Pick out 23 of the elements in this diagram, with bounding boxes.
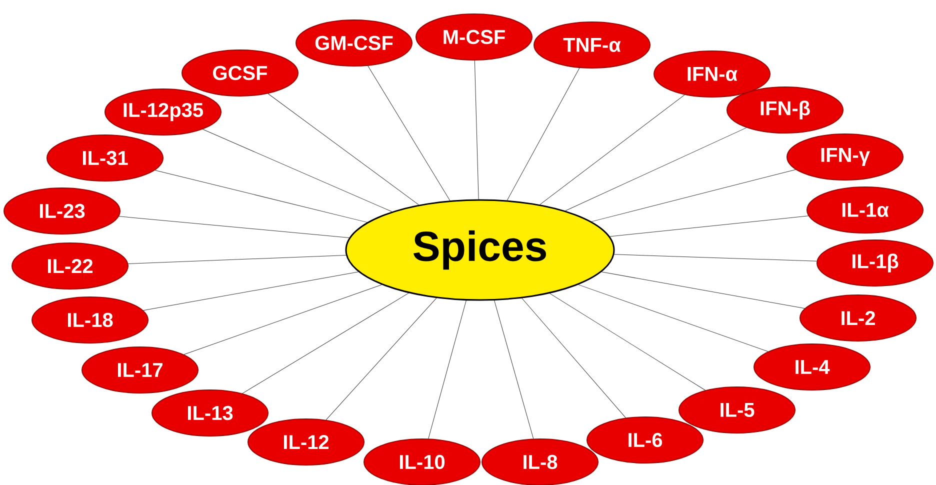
- connector-line: [184, 284, 382, 355]
- connector-line: [550, 293, 706, 390]
- connector-line: [428, 300, 466, 439]
- connector-line: [268, 93, 419, 206]
- connector-line: [591, 169, 796, 222]
- connector-line: [540, 94, 685, 205]
- connector-line: [128, 254, 346, 264]
- connector-line: [565, 127, 747, 212]
- connector-line: [506, 68, 580, 201]
- connector-line: [522, 298, 626, 418]
- connector-line: [578, 284, 768, 352]
- connector-line: [326, 298, 437, 420]
- connector-line: [474, 60, 479, 200]
- connector-line: [368, 66, 450, 201]
- connector-line: [610, 216, 809, 237]
- connector-line: [143, 272, 359, 311]
- connector-line: [494, 300, 534, 439]
- connector-line: [242, 292, 409, 394]
- connector-line: [601, 272, 805, 309]
- connector-line: [202, 129, 392, 212]
- connector-line: [614, 254, 817, 262]
- connector-line: [118, 216, 350, 238]
- connector-line: [154, 170, 368, 223]
